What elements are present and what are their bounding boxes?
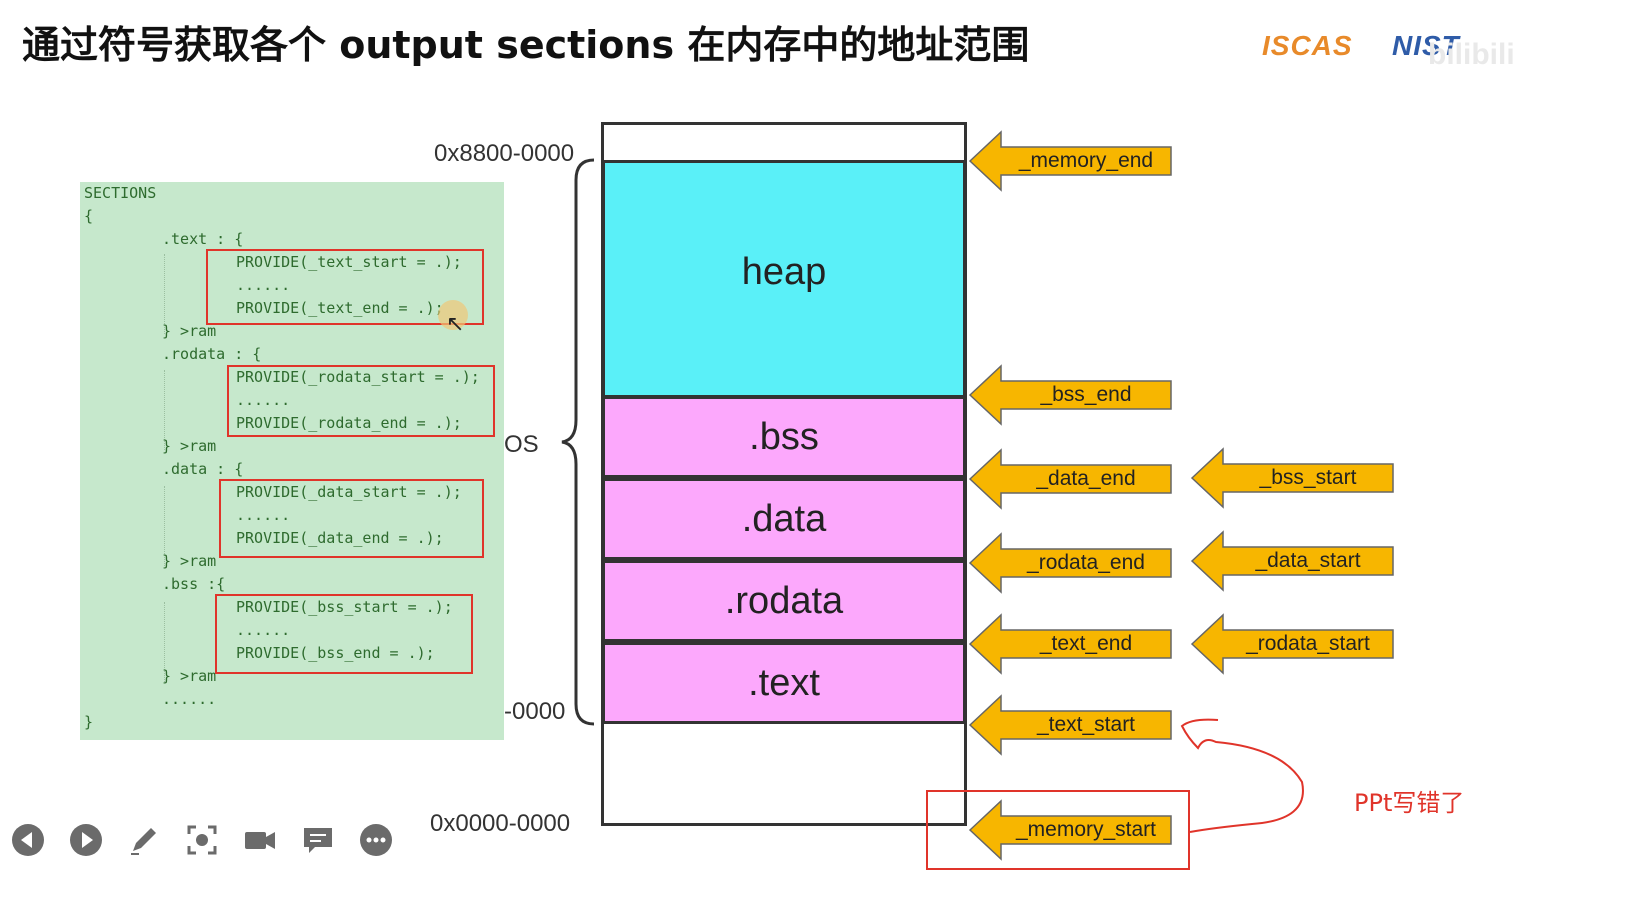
bilibili-watermark: bilibili (1428, 38, 1515, 71)
screenshot-icon[interactable] (184, 822, 220, 858)
code-line: PROVIDE(_rodata_start = .); (236, 368, 480, 386)
presentation-toolbar (10, 822, 394, 858)
rodata-section: .rodata (602, 560, 966, 642)
more-icon[interactable] (358, 822, 394, 858)
text-section: .text (602, 642, 966, 724)
code-line: } >ram (162, 322, 217, 340)
memory-start-label: _memory_start (1015, 818, 1157, 841)
code-line: } >ram (162, 437, 217, 455)
bss-end-label: _bss_end (1040, 383, 1132, 406)
code-line: ...... (236, 621, 291, 639)
bss-start-arrow: _bss_start (1190, 447, 1395, 509)
code-line: } >ram (162, 667, 217, 685)
addr-bottom-label: 0x0000-0000 (430, 810, 571, 837)
bss-start-label: _bss_start (1259, 466, 1357, 489)
data-start-label: _data_start (1255, 549, 1361, 572)
code-line: { (84, 207, 94, 225)
code-line: PROVIDE(_text_start = .); (236, 253, 462, 271)
rodata-start-arrow: _rodata_start (1190, 613, 1395, 675)
code-line: ...... (162, 690, 217, 708)
pen-icon[interactable] (126, 822, 162, 858)
mouse-pointer-icon: ↖ (446, 312, 465, 337)
code-line: } (84, 713, 94, 731)
memory-start-highlight (926, 790, 1190, 870)
memory-end-label: _memory_end (1018, 149, 1154, 172)
cursor-highlight (438, 300, 468, 330)
code-line: ...... (236, 276, 291, 294)
rodata-provide-highlight (227, 365, 495, 437)
code-line: ...... (236, 506, 291, 524)
heap-section: heap (602, 160, 966, 398)
indent-guide (164, 486, 165, 566)
code-line: ...... (236, 391, 291, 409)
addr-low-label: -0000 (504, 698, 566, 725)
bss-end-arrow: _bss_end (968, 364, 1173, 426)
code-line: .text : { (162, 230, 244, 248)
comment-icon[interactable] (300, 822, 336, 858)
slide-title: 通过符号获取各个 output sections 在内存中的地址范围 (22, 23, 1030, 67)
code-line: PROVIDE(_bss_end = .); (236, 644, 435, 662)
addr-top-label: 0x8800-0000 (434, 140, 575, 167)
indent-guide (164, 254, 165, 334)
addr-os-label: OS (504, 431, 539, 458)
rodata-start-label: _rodata_start (1246, 632, 1370, 655)
rodata-end-arrow: _rodata_end (968, 532, 1173, 594)
linker-script-code: SECTIONS { .text : { PROVIDE(_text_start… (80, 182, 504, 740)
code-line: } >ram (162, 552, 217, 570)
next-icon[interactable] (68, 822, 104, 858)
text-start-arrow: _text_start (968, 694, 1173, 756)
code-line: .rodata : { (162, 345, 262, 363)
prev-icon[interactable] (10, 822, 46, 858)
memory-start-arrow: _memory_start (968, 799, 1173, 861)
indent-guide (164, 370, 165, 450)
os-range-brace (561, 158, 595, 726)
correction-curve (1180, 718, 1304, 833)
data-end-arrow: _data_end (968, 448, 1173, 510)
code-line: .bss :{ (162, 575, 226, 593)
bss-provide-highlight (215, 594, 473, 674)
data-provide-highlight (219, 479, 484, 558)
code-line: SECTIONS (84, 184, 157, 202)
data-end-label: _data_end (1036, 467, 1136, 490)
code-line: PROVIDE(_text_end = .); (236, 299, 444, 317)
code-line: PROVIDE(_data_end = .); (236, 529, 444, 547)
text-provide-highlight (206, 249, 484, 325)
data-start-arrow: _data_start (1190, 530, 1395, 592)
code-line: .data : { (162, 460, 244, 478)
code-line: PROVIDE(_bss_start = .); (236, 598, 453, 616)
rodata-end-label: _rodata_end (1027, 551, 1145, 574)
text-start-label: _text_start (1036, 713, 1136, 736)
indent-guide (164, 602, 165, 682)
iscas-logo: ISCAS (1262, 30, 1353, 61)
code-line: PROVIDE(_data_start = .); (236, 483, 462, 501)
data-section: .data (602, 478, 966, 560)
code-line: PROVIDE(_rodata_end = .); (236, 414, 462, 432)
text-end-label: _text_end (1039, 632, 1133, 655)
bss-section: .bss (602, 396, 966, 478)
memory-end-arrow: _memory_end (968, 130, 1173, 192)
nist-logo: NIST (1392, 30, 1460, 61)
camera-icon[interactable] (242, 822, 278, 858)
correction-note: PPt写错了 (1354, 789, 1465, 817)
text-end-arrow: _text_end (968, 613, 1173, 675)
